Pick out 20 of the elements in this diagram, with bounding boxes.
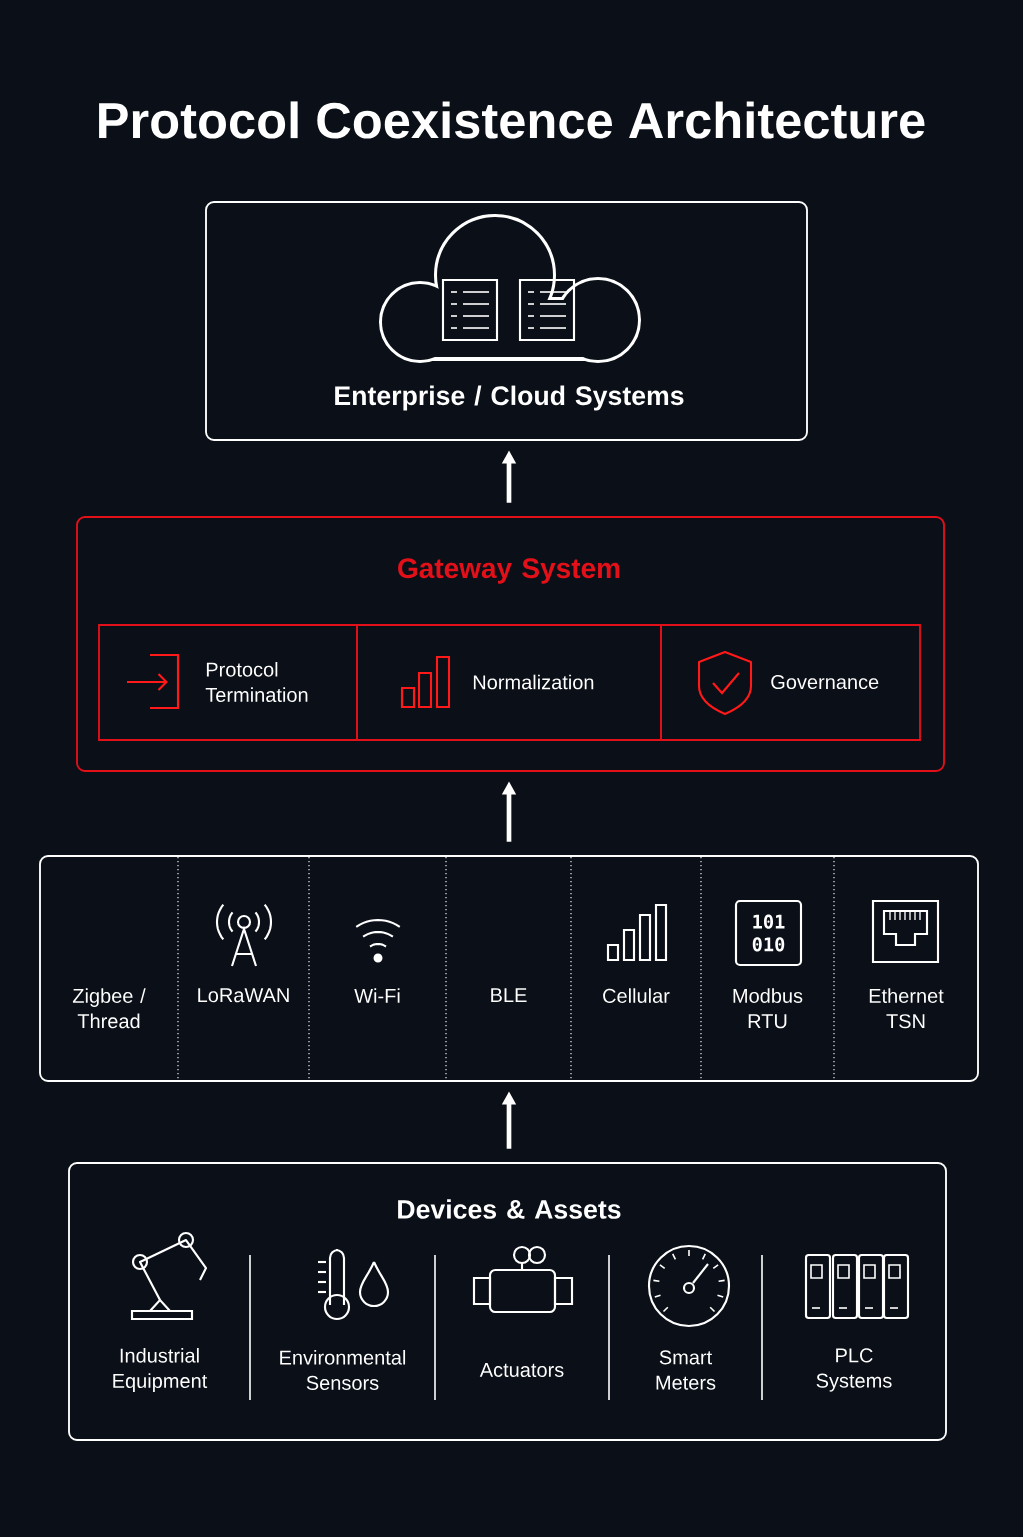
item-label: Ethernet TSN [869, 988, 944, 1029]
item-label: Cellular [603, 988, 670, 1003]
item-label: Environmental Sensors [280, 1350, 406, 1390]
box-title: Devices & Assets [398, 1199, 621, 1219]
item-label: Actuators [479, 1363, 564, 1377]
item-label: LoRaWAN [198, 988, 289, 1003]
item-label: Protocol Termination [205, 662, 308, 702]
box-title: Enterprise / Cloud Systems [335, 385, 684, 411]
item-label: Industrial Equipment [113, 1348, 208, 1392]
item-label: Normalization [473, 674, 594, 690]
box-title: Gateway System [398, 558, 620, 584]
item-label: PLC Systems [816, 1348, 892, 1392]
item-label: Zigbee / Thread [72, 988, 146, 1029]
item-label: Wi-Fi [354, 988, 400, 1003]
item-label: Governance [771, 674, 879, 690]
item-label: Modbus RTU [733, 988, 803, 1029]
item-label: BLE [491, 988, 527, 1003]
title: Protocol Coexistence Architecture [99, 101, 925, 139]
protocol-band [39, 855, 979, 1082]
item-label: Smart Meters [656, 1350, 716, 1390]
